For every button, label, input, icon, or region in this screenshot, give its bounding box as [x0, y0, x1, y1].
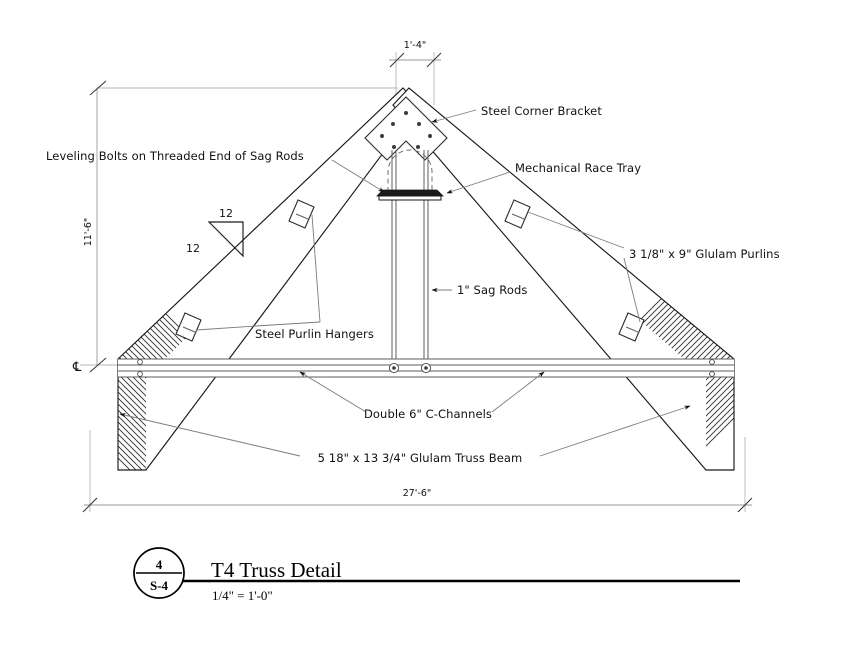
double-c-channels	[118, 358, 734, 378]
mechanical-race-tray	[376, 189, 444, 201]
detail-bubble-sheet: S-4	[150, 578, 169, 593]
annotation-glulam-purlins: 3 1/8" x 9" Glulam Purlins	[629, 247, 780, 261]
annotation-leveling-bolts: Leveling Bolts on Threaded End of Sag Ro…	[46, 149, 304, 163]
dimension-overall-span: 27'-6"	[82, 430, 753, 513]
detail-bubble[interactable]	[133, 547, 185, 599]
purlin-hanger-right-upper	[504, 199, 531, 229]
dimension-truss-height-label: 11'-6"	[83, 218, 94, 247]
annotation-mechanical-race-tray: Mechanical Race Tray	[515, 161, 641, 175]
annotation-steel-corner-bracket: Steel Corner Bracket	[481, 104, 602, 118]
steel-purlin-hangers	[175, 199, 645, 342]
annotation-double-c-channels: Double 6" C-Channels	[364, 407, 492, 421]
sag-rod-connection-bolts	[388, 362, 432, 374]
dimension-truss-height: 11'-6" ℄	[72, 80, 398, 375]
dimension-ridge-width-label: 1'-4"	[404, 40, 427, 51]
detail-scale: 1/4" = 1'-0"	[212, 588, 273, 603]
annotation-sag-rods: 1" Sag Rods	[457, 283, 527, 297]
leader-lines	[119, 109, 691, 457]
hidden-arch-dashed	[387, 149, 433, 192]
pitch-rise-label: 12	[219, 207, 233, 220]
corner-bracket-bolts	[380, 111, 432, 149]
dimension-overall-span-label: 27'-6"	[403, 488, 432, 499]
title-block: 4 S-4 T4 Truss Detail 1/4" = 1'-0"	[133, 547, 740, 603]
roof-pitch-symbol: 12 12	[186, 207, 244, 258]
detail-title: T4 Truss Detail	[211, 558, 342, 582]
detail-bubble-number: 4	[156, 557, 163, 572]
purlin-hanger-left-lower	[175, 312, 202, 342]
sag-rods	[391, 150, 429, 366]
annotation-steel-purlin-hangers: Steel Purlin Hangers	[255, 327, 374, 341]
chord-end-bolts	[137, 359, 715, 377]
pitch-run-label: 12	[186, 242, 200, 255]
steel-corner-bracket	[364, 96, 448, 161]
purlin-hanger-left-upper	[288, 199, 315, 229]
annotation-glulam-truss-beam: 5 18" x 13 3/4" Glulam Truss Beam	[318, 451, 523, 465]
centerline-symbol: ℄	[72, 360, 82, 375]
